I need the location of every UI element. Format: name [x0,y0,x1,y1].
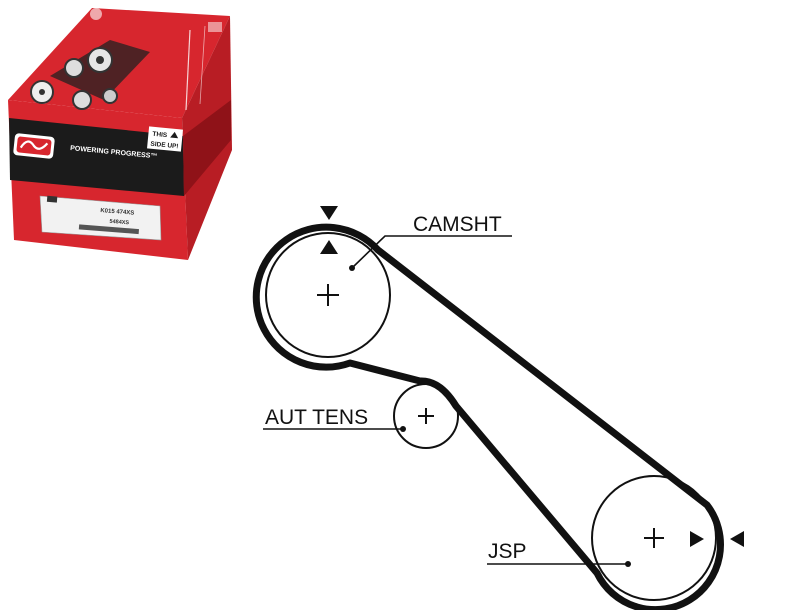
timing-belt [252,223,724,610]
label-logo-icon [46,195,58,203]
camshaft-leader-dot [349,265,355,271]
tensioner-label: AUT TENS [265,406,368,429]
crankshaft-timing-mark-left [690,531,704,547]
camshaft-pulley [265,232,391,358]
box-side-band [183,100,231,196]
orientation-text-line1: THIS [152,131,168,139]
belt-layout: CAMSHT AUT TENS JSP [252,206,744,610]
tensioner-leader-dot [400,426,406,432]
orientation-text-line2: SIDE UP! [150,141,179,151]
box-label-line1: K015 474XS [100,208,134,217]
crankshaft-pulley [591,475,717,601]
gates-logo [13,133,55,159]
box-label-line2: 5484XS [109,219,129,227]
arrow-up-icon [170,131,179,139]
camshaft-label: CAMSHT [413,213,502,236]
box-side-artwork [185,22,222,111]
orientation-sticker [147,126,183,152]
product-box: POWERING PROGRESS™ THIS SIDE UP! K015 47… [8,8,232,260]
crankshaft-timing-mark-right [730,531,744,547]
camshaft-timing-mark-bottom [320,240,338,254]
crankshaft-label: JSP [488,540,527,563]
crankshaft-center-cross [644,528,664,548]
box-top-artwork [30,8,150,110]
barcode-icon [78,224,140,235]
camshaft-timing-mark-top [320,206,338,220]
tensioner-center-cross [418,408,434,424]
camshaft-leader [351,235,512,269]
crankshaft-leader-dot [625,561,631,567]
camshaft-center-cross [317,284,339,306]
